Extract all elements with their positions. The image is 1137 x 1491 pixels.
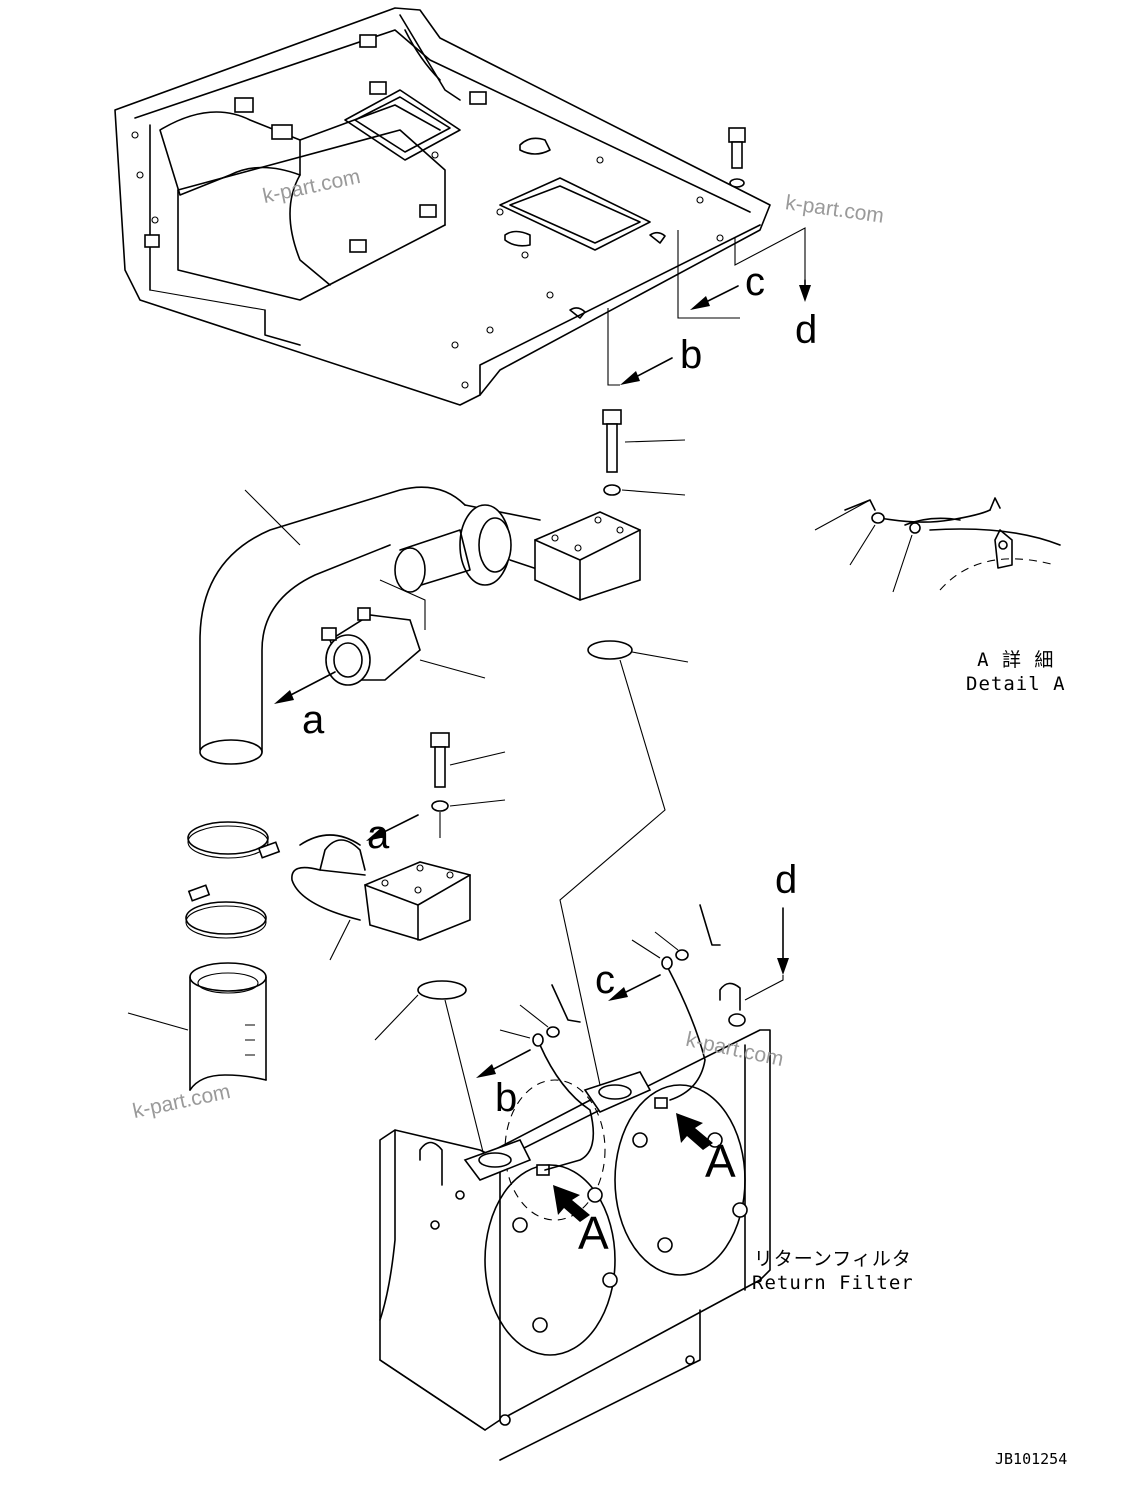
arrow-a-middle [366, 814, 419, 841]
hose-clamp-2 [185, 884, 267, 939]
arrow-b-top [620, 357, 673, 385]
middle-bolt [430, 732, 506, 838]
arrow-c-top [690, 285, 739, 310]
callout-a-upper: a [302, 698, 325, 742]
gasket-upper [559, 640, 689, 1086]
return-filter-assembly [379, 982, 771, 1461]
arrow-d-top [799, 279, 811, 302]
wire-leash-left [499, 984, 595, 1171]
callout-b-lower: b [495, 1076, 518, 1120]
pointer-A-right [676, 1113, 713, 1150]
return-filter-caption-en: Return Filter [752, 1272, 914, 1294]
return-filter-caption-jp: リターンフィルタ [753, 1248, 912, 1270]
hose-clamp-upper [321, 579, 486, 686]
callout-d-lower: d [775, 858, 798, 902]
callout-a-middle: a [367, 813, 390, 857]
hose-clamp-1 [187, 821, 281, 859]
arrow-c-lower [608, 974, 661, 1001]
sleeve-hose [127, 962, 267, 1091]
detail-a-view [814, 497, 1061, 593]
detail-a-caption-jp: A 詳 細 [977, 649, 1055, 671]
wire-leash-right [631, 904, 721, 1101]
callout-b-top: b [680, 333, 703, 377]
arrow-d-lower [744, 907, 789, 1001]
upper-flange-block [534, 511, 641, 601]
arrow-b-lower [476, 1049, 531, 1078]
frame-assembly [114, 7, 771, 406]
callout-c-top: c [745, 260, 765, 304]
return-filter-caption: リターンフィルタ Return Filter [752, 1247, 914, 1295]
callout-c-lower: c [595, 958, 615, 1002]
frame-bolt [728, 127, 746, 188]
arrow-a-upper [274, 671, 336, 704]
detail-a-caption: A 詳 細 Detail A [966, 648, 1066, 696]
detail-a-caption-en: Detail A [966, 673, 1066, 695]
gasket-lower [374, 980, 486, 1161]
callout-d-top: d [795, 308, 818, 352]
upper-bolt [602, 409, 686, 496]
upper-tube [199, 486, 541, 765]
callout-A-right: A [705, 1135, 736, 1187]
callout-A-left: A [578, 1207, 609, 1259]
elbow-pipe [291, 834, 471, 961]
pointer-A-left [553, 1185, 590, 1222]
drawing-code: JB101254 [995, 1450, 1068, 1468]
